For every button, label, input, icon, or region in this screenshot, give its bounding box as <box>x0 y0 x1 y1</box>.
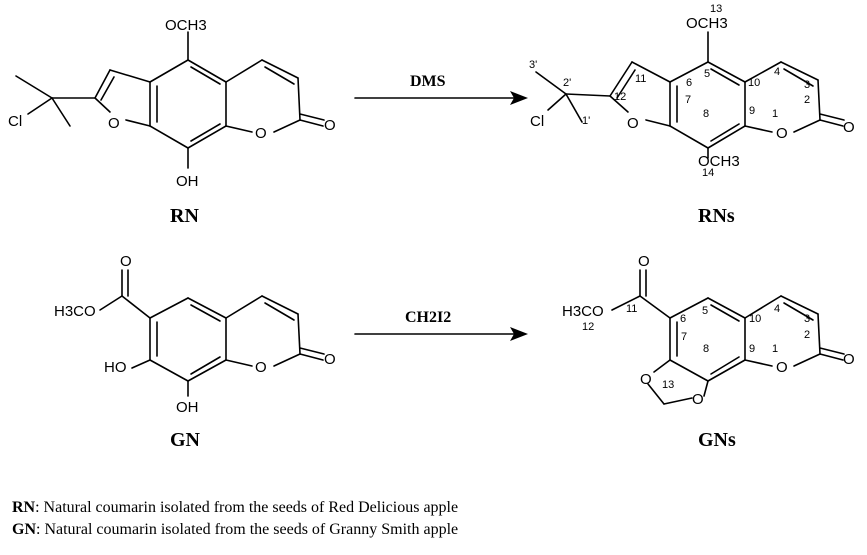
gns-num: 11 <box>626 303 637 315</box>
rns-och3-top-label: OCH3 <box>686 15 728 32</box>
gns-carbonyl-o-label: O <box>638 253 650 270</box>
rns-carbonyl-o-label: O <box>843 119 855 136</box>
gns-num: 2 <box>804 329 810 341</box>
arrow-head-2 <box>510 327 528 341</box>
gns-num: 1 <box>772 343 778 355</box>
gns-num: 6 <box>680 313 686 325</box>
rn-och3-label: OCH3 <box>165 17 207 34</box>
footnote-gn: GN: Natural coumarin isolated from the s… <box>12 521 458 538</box>
rns-num: 4 <box>774 66 780 78</box>
structure-gns <box>611 269 845 405</box>
gn-ring-o-label: O <box>255 359 267 376</box>
reagent-dms: DMS <box>410 73 446 90</box>
structure-gn <box>99 269 325 397</box>
arrow-head-1 <box>510 91 528 105</box>
gns-dioxole-o2-label: O <box>692 391 704 408</box>
gns-num: 12 <box>582 321 594 333</box>
rns-num: 1' <box>582 115 590 127</box>
rns-num: 10 <box>748 77 760 89</box>
footnote-rn-abbr: RN <box>12 499 36 516</box>
gns-h3co-label: H3CO <box>562 303 604 320</box>
gns-num: 10 <box>749 313 761 325</box>
rns-cl-label: Cl <box>530 113 544 130</box>
rns-num: 3' <box>529 59 537 71</box>
gn-oh-label: OH <box>176 399 199 416</box>
rns-num: 12 <box>614 91 626 103</box>
rns-num: 5 <box>704 68 710 80</box>
gns-dioxole-o1-label: O <box>640 371 652 388</box>
rns-num: 1 <box>772 108 778 120</box>
gn-ho-label: HO <box>104 359 127 376</box>
compound-label-rns: RNs <box>698 205 735 227</box>
gns-num: 3 <box>804 313 810 325</box>
footnote-rn: RN: Natural coumarin isolated from the s… <box>12 499 458 516</box>
rns-num: 3 <box>804 79 810 91</box>
compound-label-gns: GNs <box>698 429 736 451</box>
gns-num: 13 <box>662 379 674 391</box>
gn-h3co-label: H3CO <box>54 303 96 320</box>
gns-num: 5 <box>702 305 708 317</box>
rns-num: 2' <box>563 77 571 89</box>
gns-num: 8 <box>703 343 709 355</box>
rns-num: 8 <box>703 108 709 120</box>
rn-oh-label: OH <box>176 173 199 190</box>
rns-num: 9 <box>749 105 755 117</box>
gns-lactone-o-label: O <box>843 351 855 368</box>
structure-rns <box>535 31 845 159</box>
rns-num: 13 <box>710 3 722 15</box>
rns-furan-o-label: O <box>627 115 639 132</box>
rns-num: 7 <box>685 94 691 106</box>
rn-furan-o-label: O <box>108 115 120 132</box>
gn-lactone-o-label: O <box>324 351 336 368</box>
rns-num: 2 <box>804 94 810 106</box>
rns-num: 6 <box>686 77 692 89</box>
rns-num: 11 <box>635 73 646 85</box>
structure-rn <box>15 31 325 169</box>
footnote-gn-abbr: GN <box>12 521 36 538</box>
compound-label-gn: GN <box>170 429 201 451</box>
compound-label-rn: RN <box>170 205 199 227</box>
rns-num: 14 <box>702 167 714 179</box>
footnote-gn-text: : Natural coumarin isolated from the see… <box>36 521 458 538</box>
gns-num: 4 <box>774 303 780 315</box>
rns-ring-o-label: O <box>776 125 788 142</box>
gns-ring-o-label: O <box>776 359 788 376</box>
gn-carbonyl-o-label: O <box>120 253 132 270</box>
rn-ring-o-label: O <box>255 125 267 142</box>
reagent-ch2i2: CH2I2 <box>405 309 451 326</box>
rn-cl-label: Cl <box>8 113 22 130</box>
gns-num: 7 <box>681 331 687 343</box>
gns-num: 9 <box>749 343 755 355</box>
rns-atom-numbers: 13 3' 2' 1' 11 12 6 7 5 8 10 9 1 4 3 2 1… <box>529 3 810 179</box>
footnote-rn-text: : Natural coumarin isolated from the see… <box>35 499 458 516</box>
rn-carbonyl-o-label: O <box>324 117 336 134</box>
gns-atom-numbers: 11 12 6 5 7 8 10 9 1 4 3 2 13 <box>582 303 810 391</box>
rns-och3-bottom-label: OCH3 <box>698 153 740 170</box>
